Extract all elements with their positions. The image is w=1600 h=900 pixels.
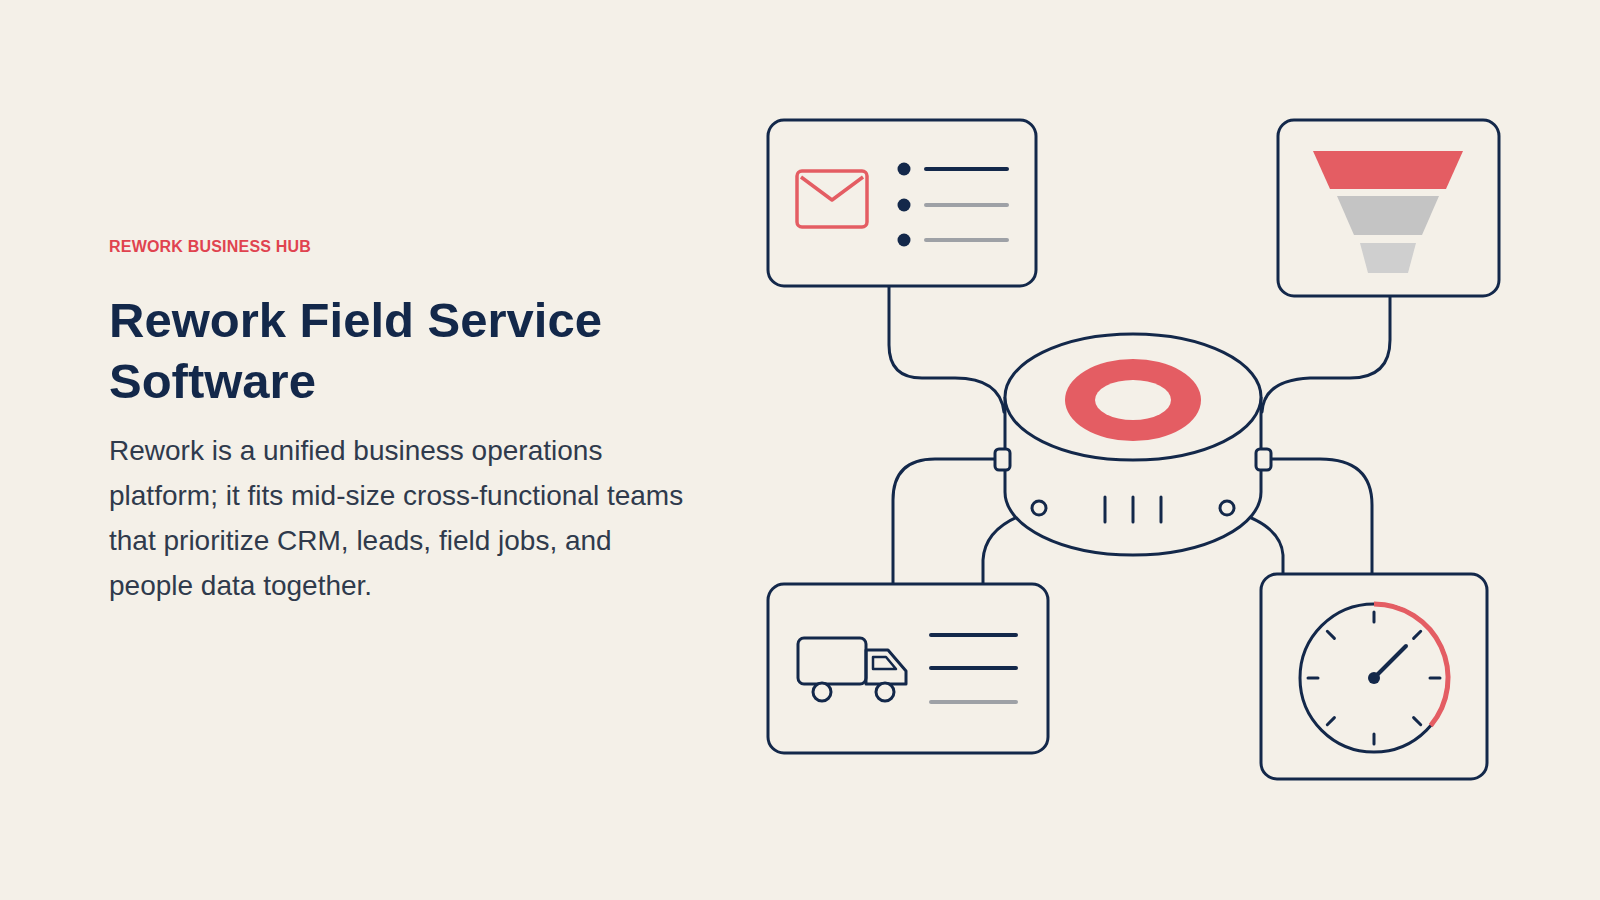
hub-vent: [1104, 497, 1107, 522]
gauge-needle: [1374, 646, 1406, 678]
truck-cab: [866, 650, 906, 684]
card-outline: [1261, 574, 1487, 779]
truck-window: [873, 657, 896, 669]
gauge-tick: [1414, 718, 1421, 725]
page-title: Rework Field Service Software: [109, 290, 749, 412]
truck-wheel: [876, 683, 894, 701]
page-caption: Rework is a unified business operations …: [109, 428, 699, 608]
wire: [893, 459, 996, 584]
funnel-band: [1360, 243, 1416, 273]
gauge-dial: [1300, 604, 1448, 752]
bullet-dot: [898, 163, 911, 176]
list-line: [926, 203, 1007, 207]
gauge-tick: [1373, 612, 1376, 622]
hub-vents: [1105, 497, 1161, 522]
list-line: [931, 633, 1016, 637]
hub-socket: [1032, 501, 1046, 515]
bullet-dot: [898, 199, 911, 212]
hub-port: [1256, 449, 1271, 470]
gauge-arc: [1374, 604, 1448, 726]
list-line: [931, 700, 1016, 704]
truck-body: [798, 638, 866, 684]
list-line: [926, 238, 1007, 242]
gauge-tick: [1430, 677, 1440, 680]
hub-vent: [1132, 497, 1135, 522]
bullet-dot: [898, 234, 911, 247]
hub-top: [1005, 334, 1261, 460]
hub-socket: [1220, 501, 1234, 515]
envelope-icon: [797, 171, 867, 227]
wires: [889, 286, 1390, 584]
eyebrow-label: REWORK BUSINESS HUB: [109, 237, 669, 257]
gauge-hub: [1368, 672, 1380, 684]
list-line: [931, 666, 1016, 670]
card-outline: [768, 120, 1036, 286]
hub-vent: [1160, 497, 1163, 522]
gauge-ticks: [1308, 612, 1440, 744]
envelope-flap: [801, 177, 863, 200]
wire: [1270, 459, 1372, 574]
funnel-band: [1337, 196, 1439, 235]
hub-ring: [1065, 359, 1201, 441]
wire: [1262, 296, 1390, 412]
hub-ring-hole: [1095, 380, 1171, 420]
list-line: [926, 167, 1007, 171]
wire: [889, 286, 1004, 412]
gauge-tick: [1308, 677, 1318, 680]
gauge-tick: [1327, 631, 1334, 638]
card-outline: [1278, 120, 1499, 296]
funnel-band: [1313, 151, 1463, 189]
card-outline: [768, 584, 1048, 753]
gauge-tick: [1414, 631, 1421, 638]
gauge-tick: [1373, 734, 1376, 744]
truck-wheel: [813, 683, 831, 701]
hub-port: [995, 449, 1010, 470]
gauge-tick: [1327, 718, 1334, 725]
